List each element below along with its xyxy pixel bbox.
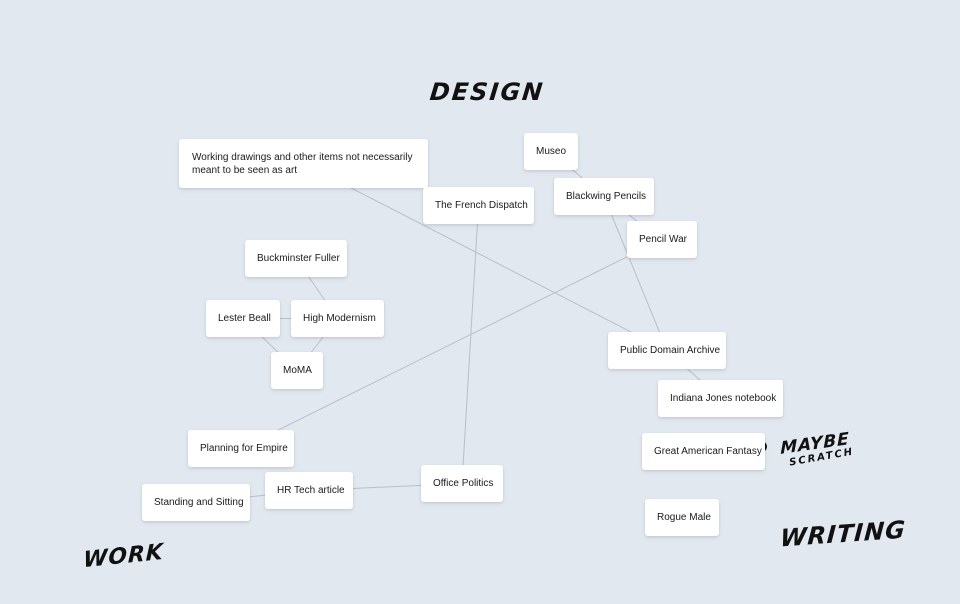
connection-french_dispatch-office_politics (461, 205, 479, 484)
card-lester-beall[interactable]: Lester Beall (206, 300, 280, 337)
card-rogue-male[interactable]: Rogue Male (645, 499, 719, 536)
card-buckminster-fuller[interactable]: Buckminster Fuller (245, 240, 347, 277)
section-label-writing: WRITING (779, 515, 907, 553)
card-office-politics[interactable]: Office Politics (421, 465, 503, 502)
section-label-work: WORK (82, 539, 165, 574)
card-high-modernism[interactable]: High Modernism (291, 300, 384, 337)
card-public-domain-archive[interactable]: Public Domain Archive (608, 332, 726, 369)
card-working-drawings[interactable]: Working drawings and other items not nec… (179, 139, 428, 188)
card-moma[interactable]: MoMA (271, 352, 323, 389)
card-standing-and-sitting[interactable]: Standing and Sitting (142, 484, 250, 521)
card-pencil-war[interactable]: Pencil War (627, 221, 697, 258)
section-label-design: DESIGN (428, 78, 546, 106)
card-the-french-dispatch[interactable]: The French Dispatch (423, 187, 534, 224)
card-planning-for-empire[interactable]: Planning for Empire (188, 430, 294, 467)
connection-blackwing_pencils-public_domain_archive (603, 196, 668, 351)
card-great-american-fantasy[interactable]: Great American Fantasy (642, 433, 765, 470)
card-museo[interactable]: Museo (524, 133, 578, 170)
card-indiana-jones-notebook[interactable]: Indiana Jones notebook (658, 380, 783, 417)
card-hr-tech-article[interactable]: HR Tech article (265, 472, 353, 509)
card-blackwing-pencils[interactable]: Blackwing Pencils (554, 178, 654, 215)
